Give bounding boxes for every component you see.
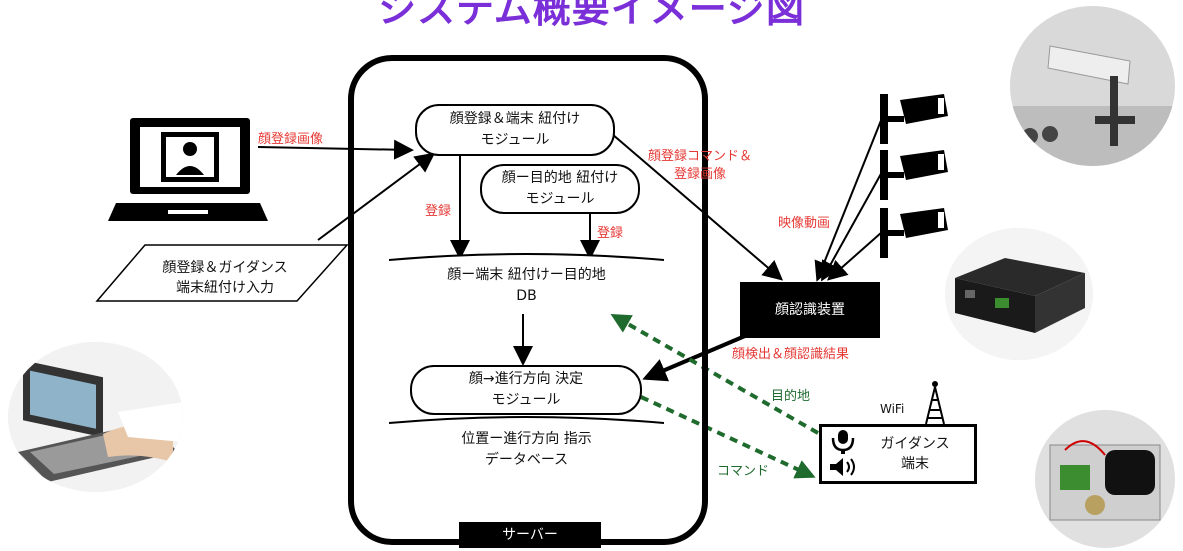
device-photo bbox=[945, 228, 1093, 360]
input-text-line2: 端末紐付け入力 bbox=[176, 280, 274, 296]
camera-icon-2 bbox=[880, 150, 948, 200]
camera-photo-image bbox=[1010, 6, 1175, 166]
arrow-device-to-direction bbox=[642, 334, 746, 382]
input-text: 顔登録＆ガイダンス 端末紐付け入力 bbox=[130, 258, 320, 298]
label-command-line2: 登録画像 bbox=[674, 167, 727, 182]
db-face-terminal-line1: 顔ー端末 紐付けー目的地 bbox=[447, 267, 606, 283]
arrow-camera2 bbox=[821, 171, 883, 282]
wifi-label: WiFi bbox=[880, 402, 905, 416]
device-photo-image bbox=[945, 228, 1093, 360]
arrow-module-to-device bbox=[611, 133, 784, 281]
module-face-destination-line2: モジュール bbox=[525, 191, 595, 207]
module-face-register-line2: モジュール bbox=[480, 132, 550, 148]
label-destination: 目的地 bbox=[771, 389, 811, 404]
circuit-photo bbox=[1035, 410, 1175, 548]
db-face-terminal-line2: DB bbox=[516, 288, 537, 304]
db-face-terminal: 顔ー端末 紐付けー目的地 DB bbox=[389, 262, 664, 310]
dashed-arrow-command bbox=[640, 395, 816, 479]
speaker-icon bbox=[830, 458, 855, 476]
db-position: 位置ー進行方向 指示 データベース bbox=[389, 426, 664, 474]
label-command-line1: 顔登録コマンド＆ bbox=[648, 149, 753, 164]
arrow-laptop-to-module bbox=[257, 139, 414, 160]
terminal-text: ガイダンス 端末 bbox=[860, 434, 970, 474]
terminal-text-line2: 端末 bbox=[901, 456, 929, 472]
module-direction-line2: モジュール bbox=[491, 392, 561, 408]
face-recognition-device: 顔認識装置 bbox=[740, 282, 880, 338]
terminal-icons bbox=[830, 430, 855, 476]
label-command: 顔登録コマンド＆ 登録画像 bbox=[648, 148, 752, 184]
camera-icon-1 bbox=[880, 94, 948, 144]
keyboard-photo bbox=[8, 342, 183, 492]
module-direction-line1: 顔→進行方向 決定 bbox=[468, 371, 584, 387]
server-label: サーバー bbox=[459, 522, 601, 548]
label-register-left: 登録 bbox=[425, 204, 452, 219]
arrow-camera3 bbox=[827, 231, 883, 281]
circuit-photo-image bbox=[1035, 410, 1175, 548]
label-result: 顔検出＆顔認識結果 bbox=[732, 347, 850, 362]
input-text-line1: 顔登録＆ガイダンス bbox=[162, 260, 288, 276]
label-register-right: 登録 bbox=[597, 226, 624, 241]
input-parallelogram bbox=[95, 244, 349, 302]
module-direction: 顔→進行方向 決定 モジュール bbox=[410, 365, 642, 415]
keyboard-photo-image bbox=[8, 342, 183, 492]
terminal-text-line1: ガイダンス bbox=[880, 436, 950, 452]
camera-icon-3 bbox=[880, 208, 948, 258]
label-video: 映像動画 bbox=[778, 216, 831, 231]
label-cmd: コマンド bbox=[717, 464, 770, 479]
label-face-image: 顔登録画像 bbox=[258, 132, 324, 147]
module-face-register: 顔登録＆端末 紐付け モジュール bbox=[415, 104, 615, 156]
laptop-icon bbox=[108, 118, 268, 221]
camera-photo bbox=[1010, 6, 1175, 166]
module-face-destination: 顔ー目的地 紐付け モジュール bbox=[480, 164, 640, 214]
module-face-destination-line1: 顔ー目的地 紐付け bbox=[501, 170, 619, 186]
dashed-arrow-destination bbox=[610, 314, 819, 435]
antenna-icon bbox=[925, 381, 945, 425]
db-position-line1: 位置ー進行方向 指示 bbox=[461, 431, 592, 447]
db-position-line2: データベース bbox=[484, 452, 569, 468]
arrow-camera1 bbox=[814, 117, 883, 282]
arrow-input-to-module bbox=[317, 152, 436, 241]
module-face-register-line1: 顔登録＆端末 紐付け bbox=[449, 111, 581, 127]
microphone-icon bbox=[831, 430, 855, 454]
page-title: システム概要イメージ図 bbox=[377, 0, 806, 31]
